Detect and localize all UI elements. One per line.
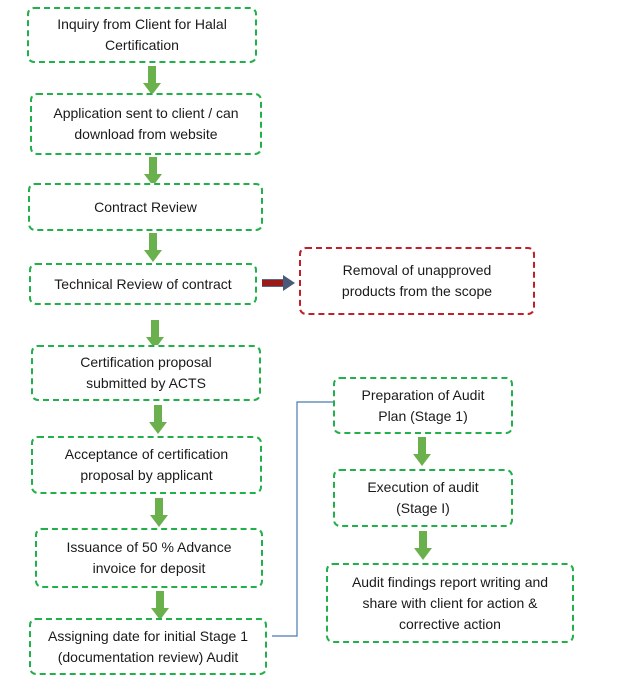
step-text-line: Technical Review of contract <box>54 275 232 292</box>
step-certification-proposal-box: Certification proposal submitted by ACTS <box>31 345 261 401</box>
removal-unapproved-box: Removal of unapproved products from the s… <box>299 247 535 315</box>
audit-findings-box: Audit findings report writing and share w… <box>326 563 574 643</box>
step-text-line: Audit findings report writing and <box>351 573 549 590</box>
step-application-box: Application sent to client / can download… <box>30 93 262 155</box>
step-text-line: Certification <box>105 37 179 53</box>
step-contract-review-box: Contract Review <box>28 183 263 231</box>
step-text-line: Preparation of Audit <box>361 386 485 403</box>
audit-execution-box: Execution of audit (Stage I) <box>333 469 513 527</box>
step-text-line: Execution of audit <box>367 479 479 495</box>
step-text-line: products from the scope <box>341 283 493 299</box>
step-text-line: (documentation review) Audit <box>57 648 239 665</box>
down-arrow-icon <box>150 498 168 528</box>
step-text-line: Inquiry from Client for Halal <box>57 16 227 32</box>
down-arrow-icon <box>143 66 161 96</box>
down-arrow-icon <box>144 233 162 263</box>
step-text-line: Plan (Stage 1) <box>378 407 468 424</box>
step-text-line: Issuance of 50 % Advance <box>66 539 232 555</box>
step-text-line: Contract Review <box>94 198 197 215</box>
down-arrow-icon <box>151 591 169 621</box>
step-text-line: Assigning date for initial Stage 1 <box>47 627 248 644</box>
step-assigning-date-box: Assigning date for initial Stage 1 (docum… <box>29 618 267 675</box>
step-text-line: invoice for deposit <box>92 560 206 576</box>
step-text-line: share with client for action & <box>362 594 538 611</box>
step-text-line: proposal by applicant <box>80 467 213 483</box>
down-arrow-icon <box>149 405 167 435</box>
step-acceptance-box: Acceptance of certification proposal by a… <box>31 436 262 494</box>
down-arrow-icon <box>414 531 432 561</box>
step-text-line: download from website <box>74 126 218 142</box>
down-arrow-icon <box>413 437 431 467</box>
step-text-line: Removal of unapproved <box>342 262 492 278</box>
step-text-line: submitted by ACTS <box>86 375 206 391</box>
step-text-line: corrective action <box>399 615 501 632</box>
right-arrow-icon <box>262 275 296 291</box>
step-text-line: (Stage I) <box>396 500 450 516</box>
step-text-line: Acceptance of certification <box>64 446 229 462</box>
step-invoice-box: Issuance of 50 % Advance invoice for depo… <box>35 528 263 588</box>
step-text-line: Application sent to client / can <box>53 105 239 121</box>
step-technical-review-box: Technical Review of contract <box>29 263 257 305</box>
step-text-line: Certification proposal <box>80 354 212 370</box>
